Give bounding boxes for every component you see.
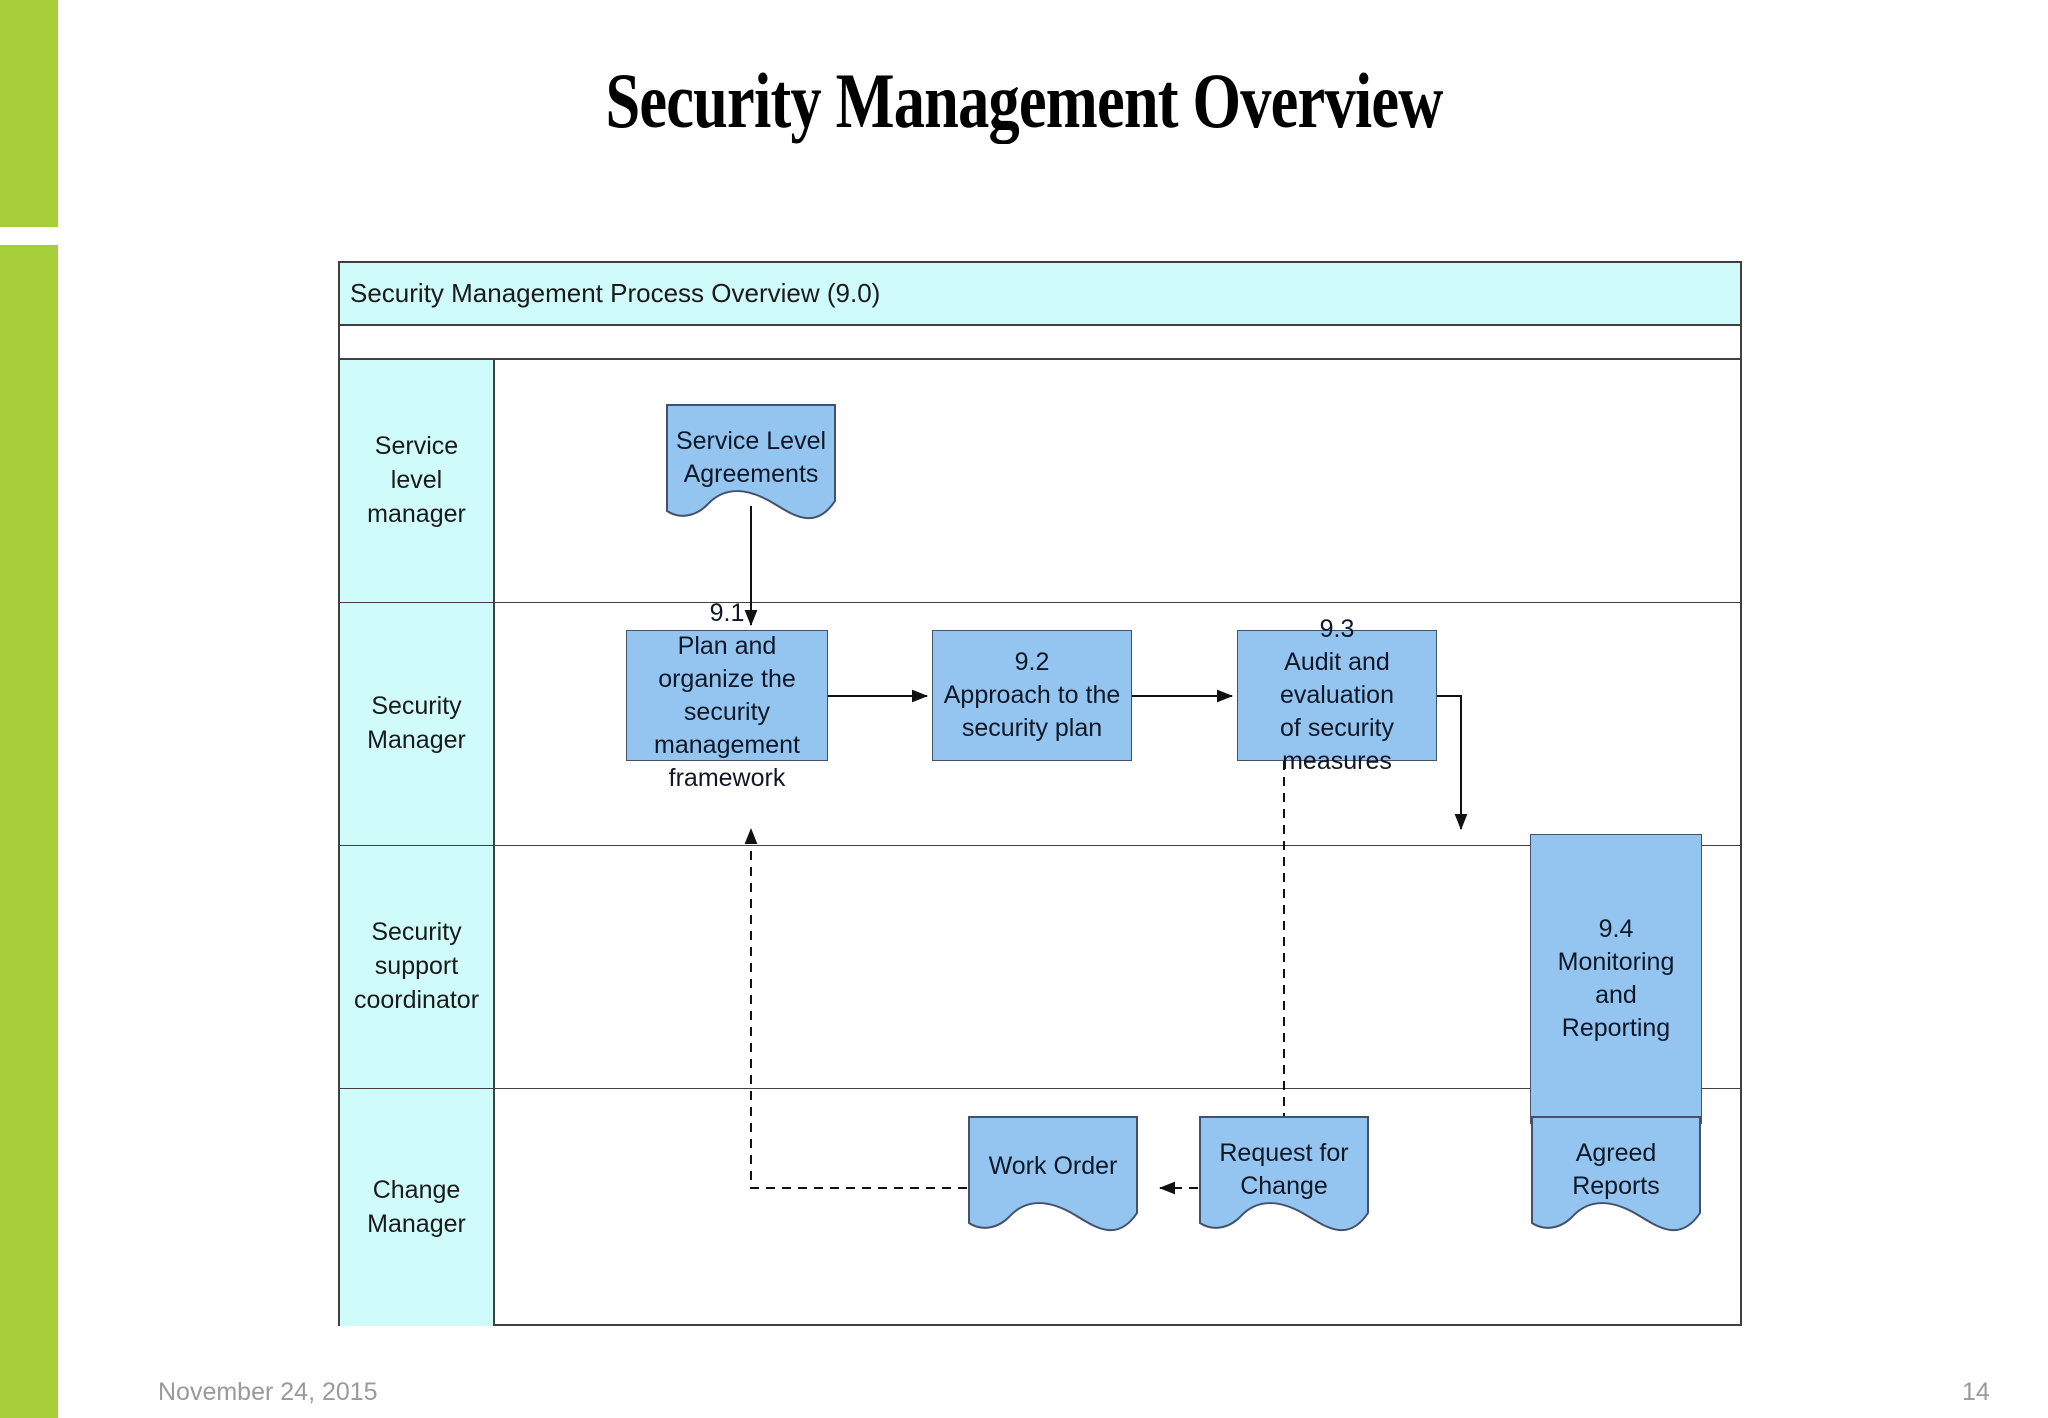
swimlane-security-manager: Security Manager 9.1 Plan and organize t… bbox=[340, 599, 1740, 846]
swimlane-body-2: 9.4 Monitoring and Reporting bbox=[495, 834, 1740, 1124]
swimlane-change-manager: Change Manager Work Order Request for Ch… bbox=[340, 1089, 1740, 1326]
swimlane-service-level-manager: Service level manager Service Level Agre… bbox=[340, 360, 1740, 603]
node-request-for-change[interactable]: Request for Change bbox=[1198, 1115, 1370, 1235]
node-9-3-audit-and-evaluation[interactable]: 9.3 Audit and evaluation of security mea… bbox=[1237, 615, 1437, 775]
swimlane-body-1: 9.1 Plan and organize the security manag… bbox=[495, 599, 1740, 845]
footer-date: November 24, 2015 bbox=[158, 1378, 378, 1406]
swimlane-security-support-coordinator: Security support coordinator 9.4 Monitor… bbox=[340, 834, 1740, 1124]
node-service-level-agreements[interactable]: Service Level Agreements bbox=[665, 403, 837, 523]
swimlane-label-3: Change Manager bbox=[340, 1089, 495, 1326]
diagram-header-label: Security Management Process Overview (9.… bbox=[350, 278, 881, 308]
swimlane-body-3: Work Order Request for Change Agreed Rep… bbox=[495, 1089, 1740, 1326]
diagram-header-spacer bbox=[340, 326, 1740, 360]
page-title: Security Management Overview bbox=[605, 57, 1443, 144]
swimlane-body-0: Service Level Agreements bbox=[495, 360, 1740, 602]
node-9-1-plan-and-organize[interactable]: 9.1 Plan and organize the security manag… bbox=[626, 599, 828, 792]
swimlane-label-0: Service level manager bbox=[340, 360, 495, 602]
swimlane-label-1: Security Manager bbox=[340, 603, 495, 845]
process-diagram: Security Management Process Overview (9.… bbox=[338, 261, 1742, 1326]
footer-page-number: 14 bbox=[1962, 1378, 1990, 1406]
node-9-4-monitoring-and-reporting[interactable]: 9.4 Monitoring and Reporting bbox=[1530, 834, 1702, 1124]
accent-bar-top bbox=[0, 0, 58, 227]
node-9-2-approach-to-security-plan[interactable]: 9.2 Approach to the security plan bbox=[932, 630, 1132, 761]
swimlane-label-2: Security support coordinator bbox=[340, 846, 495, 1088]
accent-bar-bottom bbox=[0, 245, 58, 1418]
diagram-header: Security Management Process Overview (9.… bbox=[340, 263, 1740, 326]
node-work-order[interactable]: Work Order bbox=[967, 1115, 1139, 1235]
node-agreed-reports[interactable]: Agreed Reports bbox=[1530, 1115, 1702, 1235]
